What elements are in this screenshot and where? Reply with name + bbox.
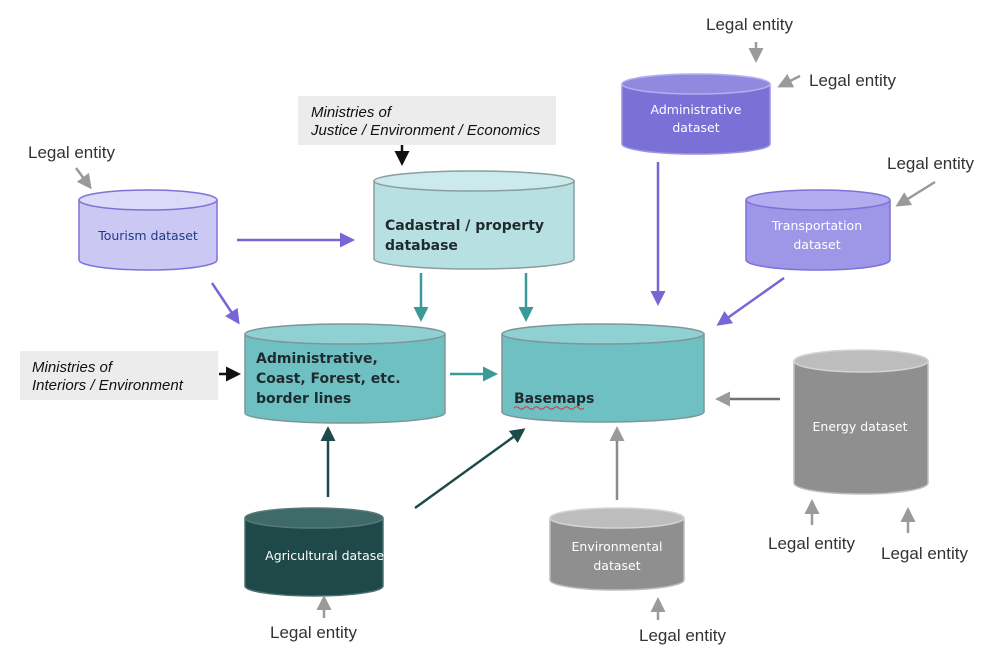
arrow xyxy=(414,428,526,510)
db-cadastral-property: Cadastral / property database xyxy=(373,170,575,270)
db-label: dataset xyxy=(593,558,640,573)
db-label: Agricultural dataset xyxy=(265,548,389,563)
db-transportation-dataset: Transportation dataset xyxy=(745,189,891,271)
db-label: Basemaps xyxy=(514,391,594,407)
spellcheck-underline xyxy=(513,406,585,410)
db-energy-dataset: Energy dataset xyxy=(793,349,929,495)
legal-entity-label: Legal entity xyxy=(887,154,974,173)
note-line: Interiors / Environment xyxy=(32,377,184,394)
db-label: dataset xyxy=(672,120,719,135)
db-agricultural-dataset: Agricultural dataset xyxy=(244,507,389,597)
legal-entity-label: Legal entity xyxy=(639,626,726,645)
db-label: border lines xyxy=(256,391,351,407)
note-ministries-justice: Ministries of Justice / Environment / Ec… xyxy=(298,96,556,145)
db-administrative-dataset: Administrative dataset xyxy=(621,73,771,155)
db-tourism-dataset: Tourism dataset xyxy=(78,189,218,271)
note-ministries-interiors: Ministries of Interiors / Environment xyxy=(20,351,218,400)
db-basemaps: Basemaps xyxy=(501,323,705,423)
db-environmental-dataset: Environmental dataset xyxy=(549,507,685,591)
arrow xyxy=(210,282,240,325)
db-border-lines: Administrative, Coast, Forest, etc. bord… xyxy=(244,323,446,424)
note-line: Justice / Environment / Economics xyxy=(310,122,541,139)
arrow xyxy=(716,276,785,326)
legal-entity-label: Legal entity xyxy=(270,623,357,642)
db-label: Coast, Forest, etc. xyxy=(256,371,401,387)
legal-entity-label: Legal entity xyxy=(28,143,115,162)
db-label: Administrative, xyxy=(256,351,378,367)
db-label: Administrative xyxy=(651,102,742,117)
note-line: Ministries of xyxy=(32,359,114,376)
db-label: Environmental xyxy=(572,539,663,554)
db-label: database xyxy=(385,238,458,254)
arrow xyxy=(895,180,936,207)
legal-entity-label: Legal entity xyxy=(768,534,855,553)
db-label: dataset xyxy=(793,237,840,252)
legal-entity-label: Legal entity xyxy=(881,544,968,563)
note-line: Ministries of xyxy=(311,104,393,121)
legal-entity-label: Legal entity xyxy=(706,15,793,34)
arrow xyxy=(74,167,92,190)
legal-entity-label: Legal entity xyxy=(809,71,896,90)
db-label: Energy dataset xyxy=(813,419,908,434)
db-label: Cadastral / property xyxy=(385,218,544,234)
db-label: Transportation xyxy=(771,218,862,233)
arrow xyxy=(777,73,801,88)
db-label: Tourism dataset xyxy=(97,228,198,243)
